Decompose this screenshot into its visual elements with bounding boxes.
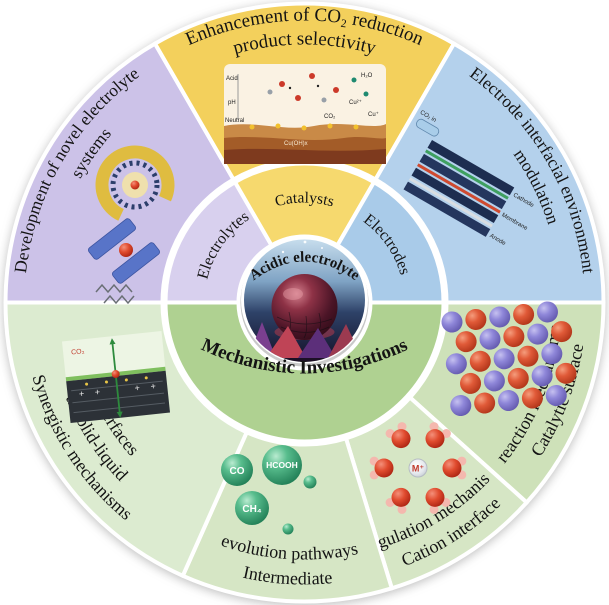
label-co2: CO₂ (324, 114, 336, 120)
layered-sphere-shell (110, 160, 160, 210)
ch4-sphere (235, 491, 269, 525)
electrode-illustration: CO₂ in Cathode Membrane Anode (403, 110, 535, 247)
label-co2-interface: CO₂ (71, 348, 85, 356)
small-sphere-1 (303, 475, 317, 489)
lattice-atoms (441, 301, 577, 417)
label-co: CO (230, 466, 245, 477)
svg-text:+: + (134, 383, 140, 393)
layered-sphere-center (130, 180, 140, 190)
charge-markers: + + + + (78, 376, 156, 399)
label-cu2: Cu²⁺ (349, 99, 362, 106)
label-neutral: Neutral (225, 118, 244, 124)
molecule-chain-2 (103, 294, 135, 305)
inner-label-catalysts: Catalysts (273, 189, 336, 210)
label-ph: pH (228, 100, 236, 106)
svg-text:+: + (150, 381, 156, 391)
catalyst-illustration: Acid pH Neutral H₂O Cu²⁺ Cu⁺ CO₂ Cu(OH)x (224, 64, 386, 164)
label-ch4: CH₄ (242, 504, 261, 515)
products-illustration: CO HCOOH CH₄ (221, 445, 317, 535)
ion-sphere (119, 243, 133, 257)
sparkles (267, 240, 342, 266)
hcooh-sphere (262, 445, 302, 485)
molecule-chain-1 (95, 283, 133, 294)
solution-species-dots (267, 73, 369, 103)
lattice-illustration (441, 301, 577, 417)
sector-novel-electrolyte (3, 41, 236, 305)
copper-surface-layer3 (224, 148, 386, 164)
electrolyte-slab-1 (88, 218, 136, 260)
cation-sphere (408, 458, 428, 478)
small-sphere-2 (282, 523, 294, 535)
electrode-stack (403, 140, 515, 237)
label-hcooh: HCOOH (266, 460, 298, 470)
label-cuohx: Cu(OH)x (284, 141, 308, 147)
electrolyte-slab-2 (112, 242, 160, 284)
adsorbate-dot (111, 370, 120, 379)
axis-arrow-up (109, 338, 116, 345)
electrolyte-illustration (88, 145, 175, 305)
layered-sphere-outer (95, 145, 175, 225)
water-molecules (369, 422, 467, 514)
adsorbed-yellow-dots (249, 123, 359, 131)
cation-cluster-illustration: M⁺ (369, 422, 467, 514)
sector-interfacial (373, 41, 606, 305)
sphere-highlight (283, 288, 303, 300)
center-badge: Acidic electrolyte (241, 236, 368, 364)
label-acid: Acid (226, 76, 238, 82)
axis-arrow-down (116, 411, 123, 418)
inner-sector-mechanistic (163, 300, 446, 444)
svg-text:+: + (94, 387, 100, 397)
co-sphere (221, 454, 253, 486)
label-cation: M⁺ (412, 464, 424, 474)
inner-ring: Catalysts Electrolytes Electrodes (163, 161, 446, 444)
label-cu1: Cu⁺ (368, 111, 379, 118)
interface-illustration: CO₂ + + + + (61, 330, 171, 424)
badge-art (242, 240, 367, 362)
label-h2o: H₂O (361, 73, 373, 79)
svg-text:+: + (78, 388, 84, 398)
dark-sphere (271, 274, 338, 340)
gas-inlet-tube (416, 118, 440, 137)
